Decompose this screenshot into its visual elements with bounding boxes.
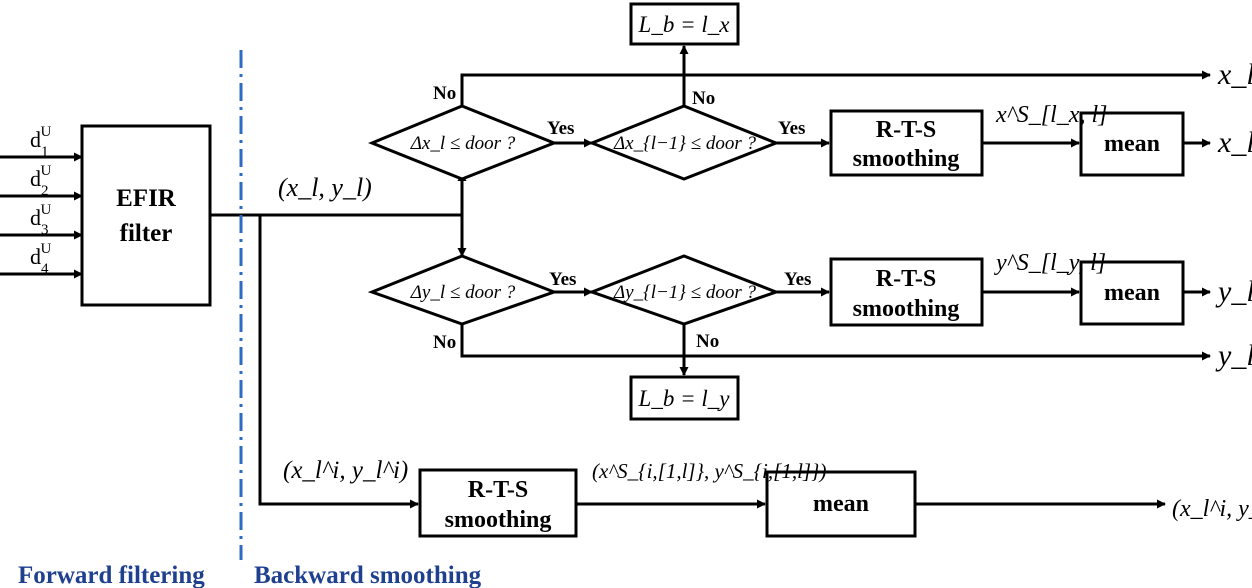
caption-forward: Forward filtering	[18, 562, 205, 588]
decision-dy-label: Δy_l ≤ door ?	[410, 282, 516, 303]
no-label-dx1: No	[692, 88, 715, 109]
output-y-mean: y_l	[1215, 275, 1252, 308]
rts-y-label-line1: R-T-S	[876, 266, 936, 292]
decision-dy	[367, 254, 559, 326]
rts-y-label-line2: smoothing	[853, 296, 960, 322]
efir-filter-box	[80, 124, 212, 307]
mean-y-box	[1079, 260, 1185, 326]
connectors	[0, 45, 1211, 509]
decision-dx	[368, 104, 559, 181]
rts-x-label-line2: smoothing	[853, 146, 960, 172]
dx-no-line	[460, 70, 1211, 106]
rts-x-box	[829, 109, 984, 177]
lb-y-box	[629, 375, 740, 421]
yes-label-dx1: Yes	[778, 118, 805, 139]
mean-x-box	[1079, 111, 1185, 177]
yes-label-dy1: Yes	[784, 269, 811, 290]
input-d4-label: d4U	[30, 241, 52, 277]
signal-xs: x^S_[l_x, l]	[995, 102, 1107, 128]
lb-x-box	[629, 2, 740, 46]
output-y-bottom: y_l	[1215, 339, 1252, 372]
efir-label-line1: EFIR	[116, 185, 177, 212]
input-d1-label: d1U	[30, 124, 52, 160]
rts-y-box	[829, 257, 984, 327]
signal-xy-main: (x_l, y_l)	[278, 173, 372, 202]
lb-x-label: L_b = l_x	[638, 12, 731, 37]
output-x-top: x_l	[1217, 58, 1252, 91]
no-label-dy1: No	[696, 331, 719, 352]
signal-xs-ys-series: (x^S_{i,[1,l]}, y^S_{i,[1,l]})	[592, 459, 826, 483]
rts-lower-label-line2: smoothing	[445, 507, 552, 533]
caption-backward: Backward smoothing	[254, 562, 482, 588]
lb-y-label: L_b = l_y	[638, 386, 731, 411]
mean-x-label: mean	[1104, 131, 1160, 157]
dy-no-line	[460, 324, 1211, 361]
mean-lower-label: mean	[813, 491, 869, 517]
lower-branch-line	[258, 215, 419, 509]
yes-label-dx: Yes	[547, 118, 574, 139]
no-label-dx: No	[433, 83, 456, 104]
decision-dy1	[587, 254, 781, 326]
mean-lower-box	[765, 470, 917, 538]
yes-label-dy: Yes	[549, 269, 576, 290]
output-x-mean: x_l	[1217, 126, 1252, 159]
rts-x-label-line1: R-T-S	[876, 117, 936, 143]
decision-dx-label: Δx_l ≤ door ?	[410, 133, 516, 154]
output-xy-i: (x_l^i, y_l^i)	[1172, 496, 1252, 522]
input-d2-label: d2U	[30, 163, 52, 199]
rts-lower-label-line1: R-T-S	[468, 477, 528, 503]
signal-xy-i: (x_l^i, y_l^i)	[283, 457, 408, 484]
signal-ys: y^S_[l_y, l]	[994, 250, 1106, 276]
efir-label-line2: filter	[120, 220, 173, 247]
decision-dx1-label: Δx_{l−1} ≤ door ?	[613, 133, 756, 154]
decision-dy1-label: Δy_{l−1} ≤ door ?	[613, 282, 756, 303]
input-d3-label: d3U	[30, 202, 52, 238]
no-label-dy: No	[433, 332, 456, 353]
rts-lower-box	[418, 468, 578, 538]
decision-dx1	[587, 104, 781, 181]
mean-y-label: mean	[1104, 280, 1160, 306]
